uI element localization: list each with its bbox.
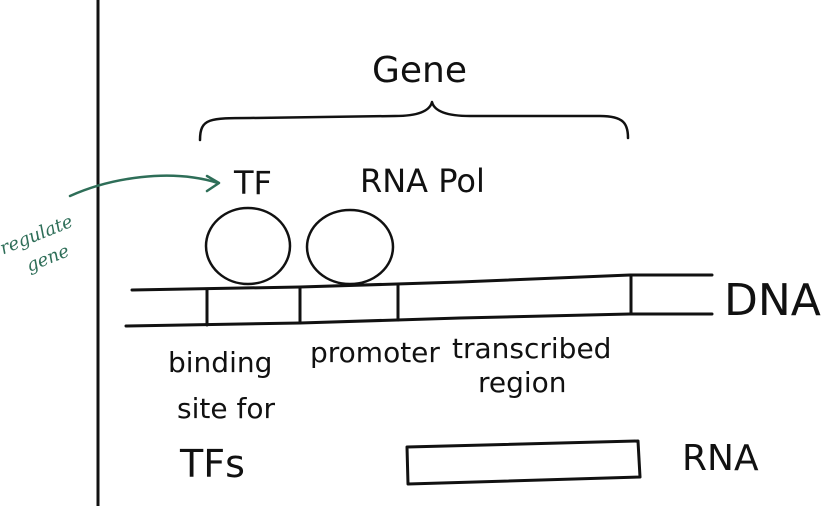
tf-circle xyxy=(204,206,292,286)
svg-text:site for: site for xyxy=(177,392,275,425)
binding-site-label: binding site for TFs xyxy=(168,346,275,486)
gene-brace xyxy=(198,100,630,142)
gene-label: Gene xyxy=(372,50,467,91)
svg-text:transcribed: transcribed xyxy=(452,332,611,365)
promoter-label: promoter xyxy=(310,336,440,369)
tf-label: TF xyxy=(233,164,272,202)
svg-text:region: region xyxy=(478,366,567,399)
regulate-arrow xyxy=(68,174,221,198)
dna-strand xyxy=(124,273,714,328)
rna-pol-circle xyxy=(305,208,395,286)
rna-label: RNA xyxy=(682,438,759,479)
regulate-gene-note: regulate gene xyxy=(0,211,76,277)
transcribed-region-label: transcribed region xyxy=(452,332,611,399)
dna-label: DNA xyxy=(724,275,821,326)
rna-pol-label: RNA Pol xyxy=(360,162,485,200)
rna-transcript xyxy=(405,439,642,486)
svg-text:TFs: TFs xyxy=(179,442,245,486)
svg-text:binding: binding xyxy=(168,346,272,379)
